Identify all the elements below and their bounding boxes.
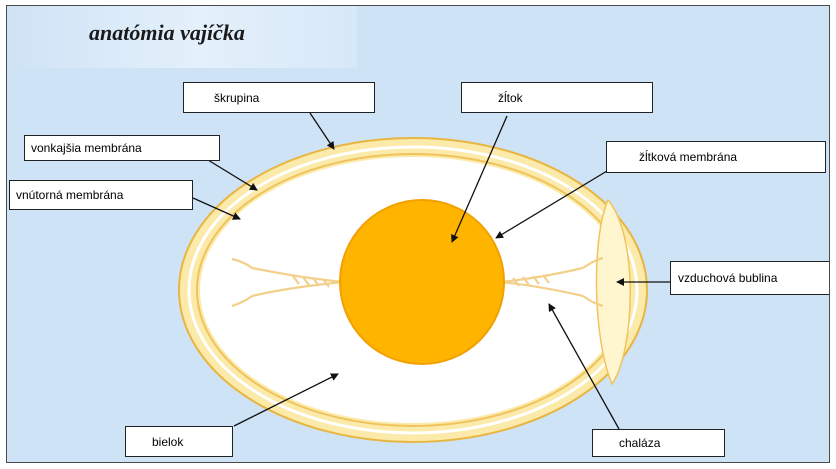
pointer-shell (310, 113, 334, 149)
label-shell-text: škrupina (214, 91, 259, 105)
label-air-cell-text: vzduchová bublina (678, 271, 777, 285)
label-albumen-text: bielok (152, 435, 183, 449)
label-chalaza: chaláza (592, 429, 725, 457)
label-yolk: žĺtok (461, 82, 653, 113)
label-inner-membrane: vnútorná membrána (9, 180, 193, 210)
label-yolk-membrane-text: žĺtková membrána (639, 150, 737, 164)
label-inner-membrane-text: vnútorná membrána (16, 188, 123, 202)
egg-yolk (340, 200, 504, 364)
label-shell: škrupina (183, 82, 375, 113)
label-chalaza-text: chaláza (619, 436, 660, 450)
label-albumen: bielok (125, 426, 233, 457)
label-yolk-text: žĺtok (498, 91, 523, 105)
diagram-frame: anatómia vajíčka (6, 5, 830, 463)
egg-diagram (7, 6, 830, 463)
label-yolk-membrane: žĺtková membrána (606, 141, 826, 173)
label-outer-membrane-text: vonkajšia membrána (31, 141, 142, 155)
label-outer-membrane: vonkajšia membrána (24, 135, 220, 161)
pointer-outer-membrane (208, 160, 257, 190)
label-air-cell: vzduchová bublina (670, 261, 830, 295)
